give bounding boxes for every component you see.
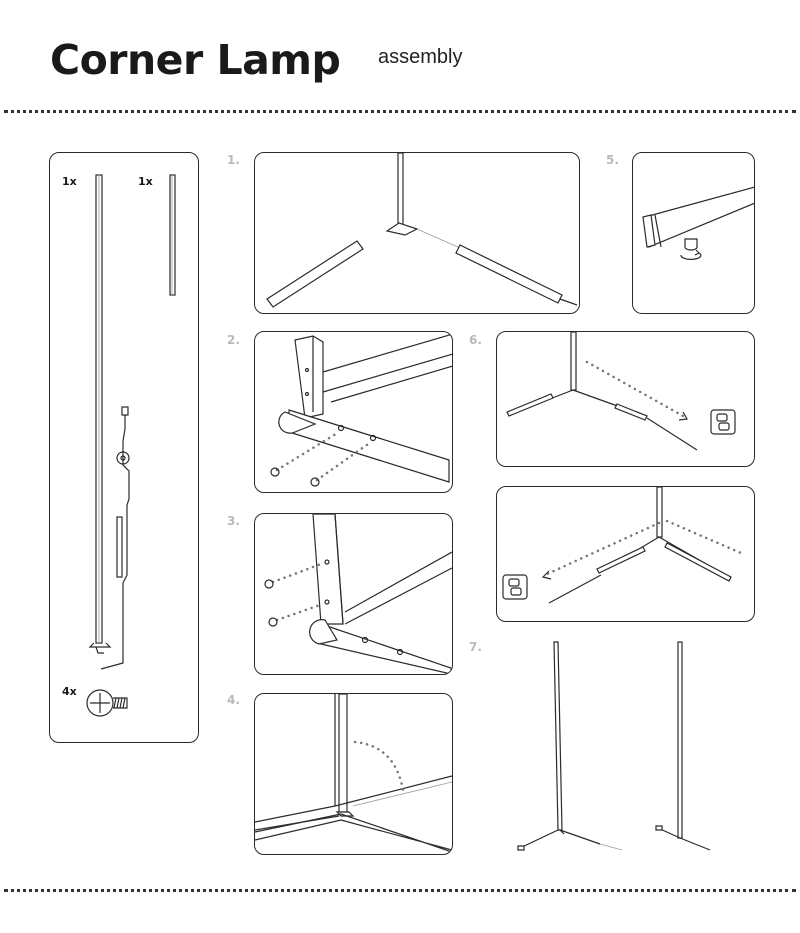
step-4-number: 4.	[227, 693, 240, 707]
screw-icon	[86, 689, 128, 717]
parts-panel: 1x 1x 4x	[49, 152, 199, 743]
route-cable-right-outlet-icon	[506, 332, 736, 451]
step-6-number: 6.	[469, 333, 482, 347]
top-divider	[4, 110, 796, 113]
step-4-panel	[254, 693, 453, 855]
step-3-number: 3.	[227, 514, 240, 528]
step-1-number: 1.	[227, 153, 240, 167]
step-6b-panel	[496, 486, 755, 622]
step-2-number: 2.	[227, 333, 240, 347]
part-qty-short-pole: 1x	[138, 175, 153, 188]
base-screws-front-icon	[270, 333, 452, 487]
pole-screws-side-icon	[264, 514, 452, 674]
lamp-pole-with-cable-icon	[88, 174, 130, 670]
step-1-panel	[254, 152, 580, 314]
step-6-panel	[496, 331, 755, 467]
step-5-panel	[632, 152, 755, 314]
corner-placement-icon	[255, 694, 452, 853]
assembled-lamp-front	[517, 641, 623, 851]
page-subtitle: assembly	[378, 46, 463, 68]
assembled-lamp-side	[655, 641, 711, 851]
part-qty-pole: 1x	[62, 175, 77, 188]
page-title: Corner Lamp	[50, 36, 341, 84]
part-qty-screws: 4x	[62, 685, 77, 698]
bottom-divider	[4, 889, 796, 892]
step-2-panel	[254, 331, 453, 493]
step-5-number: 5.	[606, 153, 619, 167]
base-legs-layout-icon	[266, 153, 578, 308]
route-cable-left-outlet-icon	[502, 487, 743, 604]
short-pole-icon	[169, 174, 176, 296]
assembled-lamp-icon	[517, 641, 711, 851]
parts-illustration	[86, 174, 176, 717]
adjustable-foot-icon	[642, 186, 754, 260]
step-3-panel	[254, 513, 453, 675]
step-7-number: 7.	[469, 640, 482, 654]
